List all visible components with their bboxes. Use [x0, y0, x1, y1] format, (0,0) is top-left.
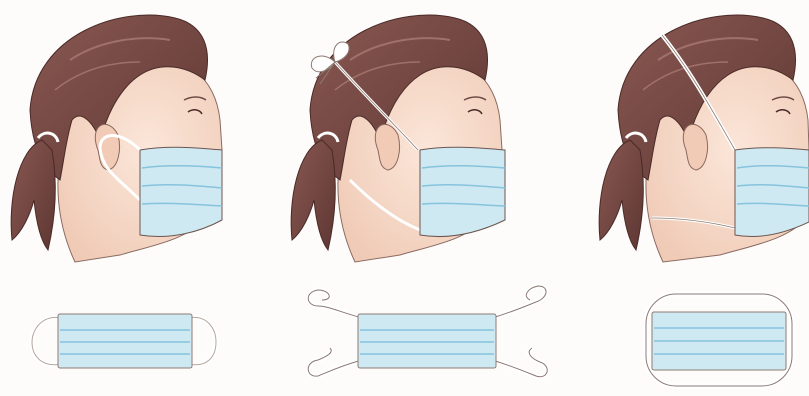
face-mask: [735, 148, 809, 237]
tie-top-right: [492, 286, 546, 318]
flat-mask-head-band: [646, 294, 792, 386]
panel-tie-on: [291, 15, 547, 377]
head-ear-loop: [11, 15, 222, 262]
ponytail: [599, 140, 643, 250]
flat-mask-tie-on: [308, 286, 547, 377]
panel-head-band: [599, 15, 809, 386]
ponytail: [291, 140, 335, 250]
ponytail: [11, 140, 55, 250]
flat-mask-ear-loop: [32, 314, 216, 368]
head-head-band: [599, 15, 809, 262]
face-mask: [140, 147, 222, 236]
flat-mask-body: [58, 314, 192, 368]
head-tie-on: [291, 15, 505, 262]
flat-mask-body: [358, 314, 496, 368]
panel-ear-loop: [11, 15, 222, 368]
tie-top-left: [308, 290, 362, 318]
face-mask: [420, 147, 505, 236]
